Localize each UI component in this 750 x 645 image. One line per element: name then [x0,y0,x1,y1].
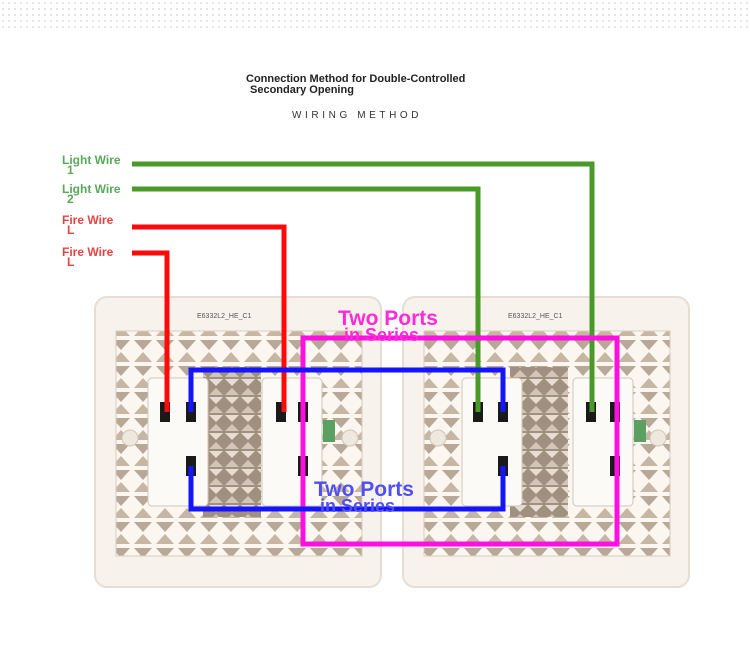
fire-wire-2-label: Fire Wire L [62,245,114,269]
series-label-line-2: in Series [344,325,420,345]
wire-label-sub: 1 [67,163,74,177]
title-line-1: Connection Method for Double-Controlled [246,73,466,85]
fire-wire-1 [132,224,287,412]
light-wire-1 [132,161,595,412]
switch-module [461,377,523,507]
diagram-title: Connection Method for Double-Controlled … [246,74,516,96]
wire-label-sub: 2 [67,192,74,206]
light-wire-1-label: Light Wire 1 [62,153,121,177]
two-ports-in-series-blue-loop-bottom [188,466,506,512]
two-ports-in-series-label-magenta: Two Ports in Series [338,308,438,345]
wire-label-name: Fire Wire [62,213,114,227]
panel-model-label: E6332L2_HE_C1 [197,313,252,320]
wire-label-name: Light Wire [62,153,121,167]
light-wire-2-label: Light Wire 2 [62,182,121,206]
diagram-subtitle: WIRING METHOD [292,110,423,121]
fire-wire-1-label: Fire Wire L [62,213,114,237]
title-line-2: Secondary Opening [250,84,354,96]
wire-label-sub: L [67,223,75,237]
switch-module [147,377,209,507]
dotted-header-band [0,0,750,30]
switch-panel-left [94,296,382,588]
series-label-line-1: Two Ports [338,307,438,330]
wire-label-sub: L [67,255,75,269]
panel-model-label: E6332L2_HE_C1 [508,313,563,320]
series-label-line-1: Two Ports [314,478,414,501]
wire-label-name: Fire Wire [62,245,114,259]
two-ports-in-series-magenta-loop [300,335,620,547]
fire-wire-2 [132,250,170,412]
two-ports-in-series-label-blue: Two Ports in Series [314,479,414,516]
series-label-line-2: in Series [320,496,396,516]
wire-label-name: Light Wire [62,182,121,196]
two-ports-in-series-blue-loop-left [188,367,506,412]
